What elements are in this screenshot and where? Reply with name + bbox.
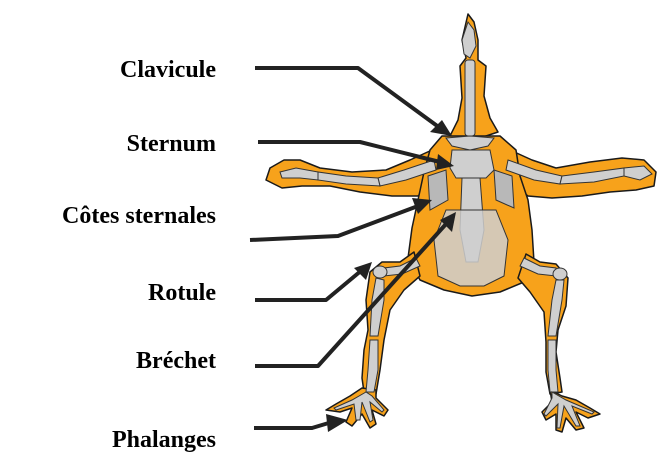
right-tarsus	[548, 340, 558, 392]
clavicule-arrow-line	[255, 68, 440, 128]
cotes-sternales-arrow-line	[250, 206, 418, 240]
bones	[280, 22, 652, 428]
label-cotes-sternales: Côtes sternales	[62, 202, 216, 230]
phalanges-arrow-head	[326, 414, 348, 432]
right-patella	[553, 268, 567, 280]
phalanges-arrow-line	[254, 422, 332, 428]
label-rotule: Rotule	[148, 279, 216, 307]
left-patella	[373, 266, 387, 278]
rotule-arrow-line	[255, 270, 362, 300]
label-sternum: Sternum	[127, 130, 216, 158]
sternum-bone	[450, 150, 494, 178]
label-clavicule: Clavicule	[120, 56, 216, 84]
label-phalanges: Phalanges	[112, 426, 216, 454]
neck-vertebrae	[465, 60, 475, 136]
label-brechet: Bréchet	[136, 347, 216, 375]
